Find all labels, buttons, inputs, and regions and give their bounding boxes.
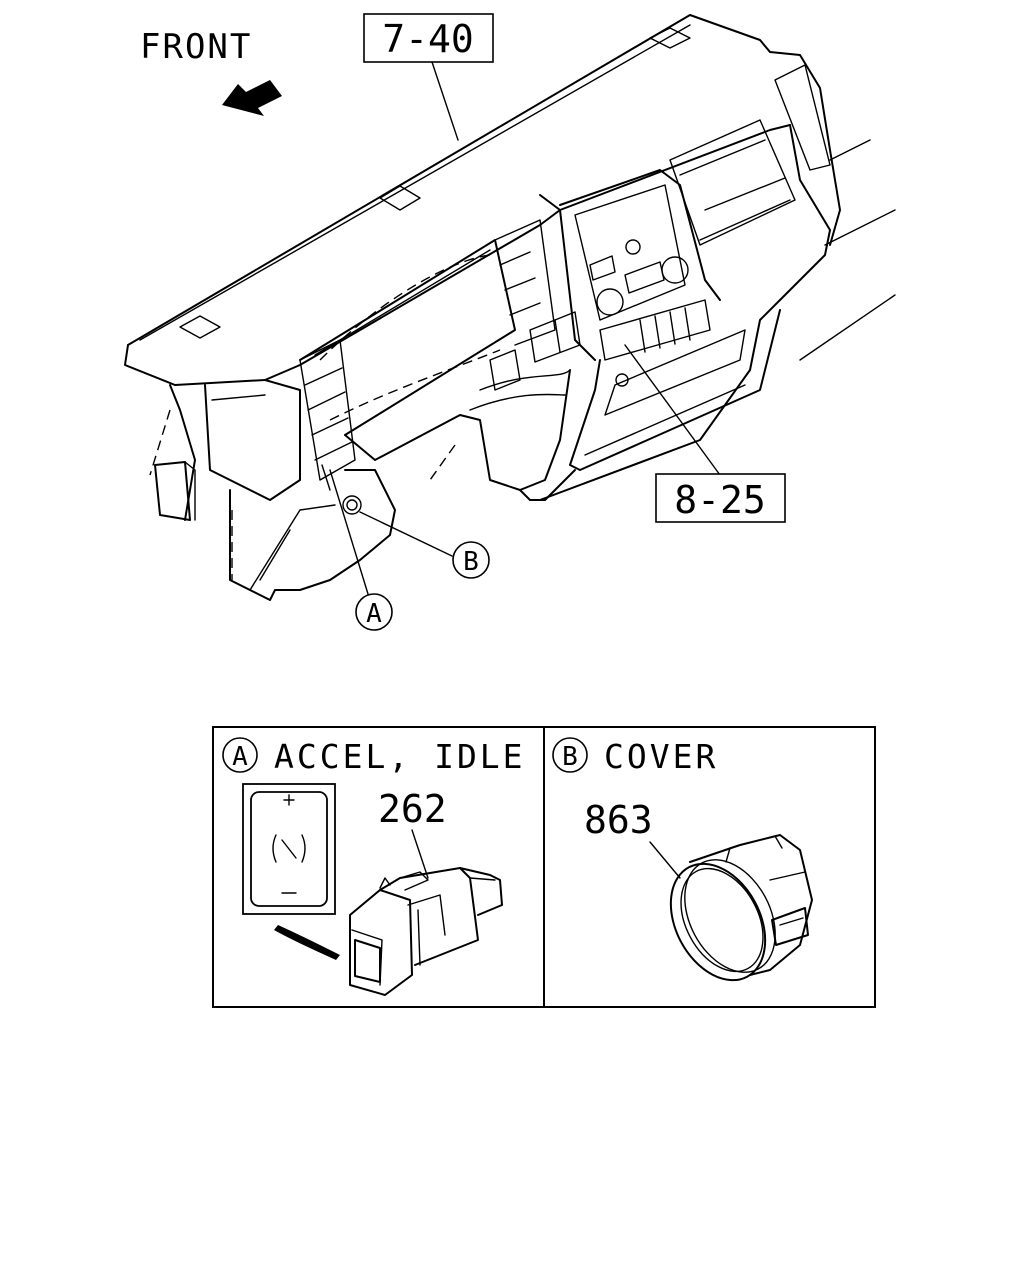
dashboard-illustration [124,14,896,601]
front-arrow-icon [222,80,282,116]
leader-lower-ref [624,344,721,476]
idle-symbol-icon [272,834,306,863]
leader-upper-ref [431,61,459,141]
a-marker-label: A [366,599,382,629]
upper-ref-box [363,13,494,63]
leader-a [329,469,369,595]
cover-illustration [649,834,813,982]
detail-b-part-number: 863 [584,798,653,842]
upper-ref-label: 7-40 [382,17,474,61]
plus-icon [283,794,295,806]
detail-a-marker [222,737,258,773]
a-marker-circle [355,593,393,631]
detail-a-title: ACCEL, IDLE [274,737,526,776]
lower-ref-label: 8-25 [674,478,766,522]
detail-a-part-number: 262 [378,787,447,831]
detail-b-title: COVER [604,737,718,776]
detail-a-letter: A [232,742,248,772]
detail-b: B COVER 863 [552,737,813,982]
detail-panel [212,726,876,1008]
leader-b [359,511,453,557]
front-label: FRONT [140,27,252,67]
lower-ref-box [655,473,786,523]
accel-idle-switch-face [242,783,336,915]
curved-arrow-icon [274,925,340,960]
b-marker-circle [452,541,490,579]
detail-b-letter: B [562,742,578,772]
detail-a: A ACCEL, IDLE 262 [222,737,526,996]
accel-idle-switch-body [349,829,503,996]
b-marker-label: B [463,547,479,577]
detail-b-marker [552,737,588,773]
